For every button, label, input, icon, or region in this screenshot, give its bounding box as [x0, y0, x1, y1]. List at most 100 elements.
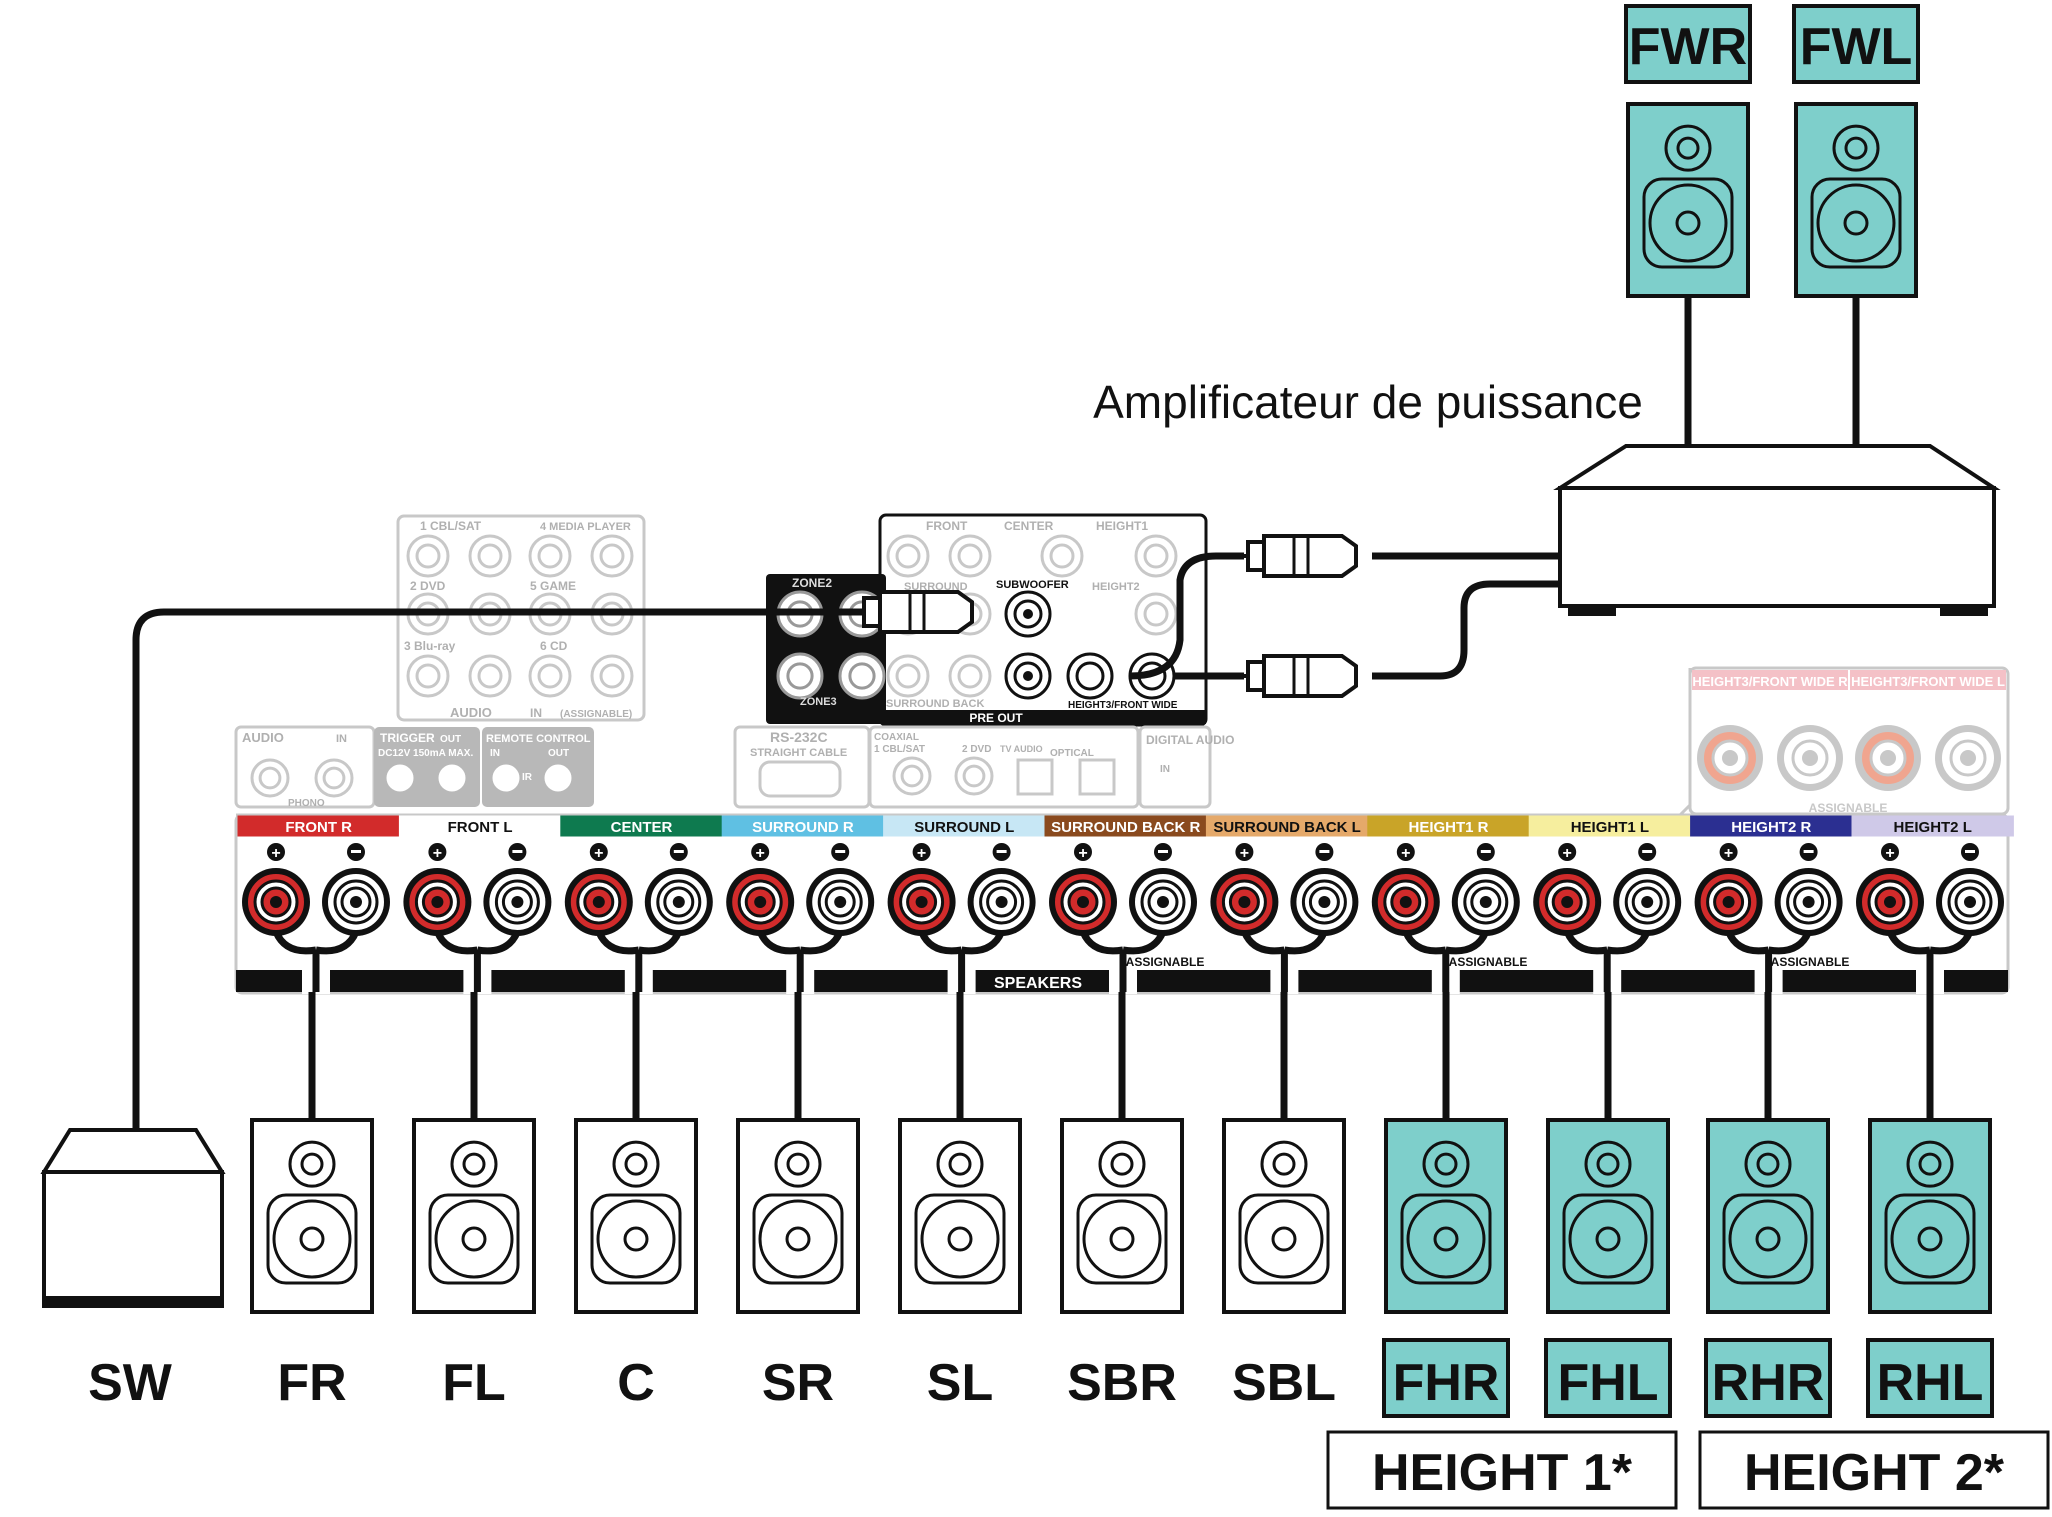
speaker-fhl	[1548, 1120, 1668, 1312]
speaker-rhl	[1870, 1120, 1990, 1312]
rca-jack	[894, 758, 930, 794]
speaker-label-sbl: SBL	[1232, 1354, 1336, 1412]
negative-binding-post[interactable]	[483, 868, 551, 936]
speaker-fl	[414, 1120, 534, 1312]
rca-plug-amp-in-2	[1228, 656, 1356, 696]
svg-text:+: +	[594, 845, 603, 862]
rca-jack	[888, 536, 928, 576]
rca-jack	[530, 536, 570, 576]
height3-binding-post	[1935, 725, 2001, 791]
assignable-label: ASSIGNABLE	[1771, 955, 1850, 969]
misc-label: OUT	[548, 748, 569, 759]
terminal-label: SURROUND R	[752, 819, 854, 836]
speaker-c	[576, 1120, 696, 1312]
height-group-label: HEIGHT 1*	[1372, 1444, 1633, 1502]
audio-in-label: 4 MEDIA PLAYER	[540, 521, 631, 533]
misc-label: OUT	[440, 734, 461, 745]
positive-binding-post[interactable]	[1856, 868, 1924, 936]
positive-binding-post[interactable]	[1049, 868, 1117, 936]
rca-jack	[440, 766, 464, 790]
assignable-label: ASSIGNABLE	[1126, 955, 1205, 969]
svg-text:+: +	[756, 845, 765, 862]
positive-binding-post[interactable]	[242, 868, 310, 936]
misc-label: IN	[336, 733, 347, 745]
negative-binding-post[interactable]	[1129, 868, 1197, 936]
subwoofer-box	[44, 1130, 222, 1308]
negative-binding-post[interactable]	[1936, 868, 2004, 936]
negative-binding-post[interactable]	[322, 868, 390, 936]
rca-jack	[1042, 536, 1082, 576]
negative-binding-post[interactable]	[1290, 868, 1358, 936]
misc-label: DIGITAL AUDIO	[1146, 733, 1234, 747]
minus-icon	[993, 843, 1011, 861]
speaker-cable	[1768, 950, 1769, 1120]
terminal-label: HEIGHT2 L	[1894, 819, 1972, 836]
speaker-fr	[252, 1120, 372, 1312]
terminal-label: SURROUND BACK L	[1213, 819, 1361, 836]
rca-jack	[778, 654, 822, 698]
rs232c-port	[760, 762, 840, 796]
svg-text:+: +	[1885, 845, 1894, 862]
height3-preout-jack	[1068, 654, 1112, 698]
audio-in-label: 3 Blu-ray	[404, 639, 456, 653]
rca-jack	[950, 656, 990, 696]
terminal-label: HEIGHT2 R	[1731, 819, 1811, 836]
preout-label: CENTER	[1004, 519, 1054, 533]
preout-cable	[1372, 584, 1560, 676]
rca-plug-subwoofer	[844, 592, 972, 632]
optical-port	[1018, 760, 1052, 794]
preout-band	[880, 710, 1206, 724]
rca-plug-amp-in-1	[1228, 536, 1356, 576]
rca-jack	[494, 766, 518, 790]
misc-label: PHONO	[288, 798, 325, 809]
positive-binding-post[interactable]	[1210, 868, 1278, 936]
minus-icon	[831, 843, 849, 861]
positive-binding-post[interactable]	[726, 868, 794, 936]
rca-jack	[252, 760, 288, 796]
preout-label: SURROUND BACK	[886, 698, 984, 710]
minus-icon	[1477, 843, 1495, 861]
negative-binding-post[interactable]	[645, 868, 713, 936]
terminal-label: SURROUND BACK R	[1051, 819, 1200, 836]
rca-jack	[1136, 594, 1176, 634]
svg-text:+: +	[1563, 845, 1572, 862]
amp-foot	[1940, 606, 1988, 616]
negative-binding-post[interactable]	[1452, 868, 1520, 936]
positive-binding-post[interactable]	[888, 868, 956, 936]
negative-binding-post[interactable]	[968, 868, 1036, 936]
amp-label: Amplificateur de puissance	[1093, 376, 1643, 428]
terminal-label: SURROUND L	[914, 819, 1014, 836]
assignable-label: ASSIGNABLE	[1809, 801, 1888, 815]
speaker-cable	[312, 950, 316, 1120]
positive-binding-post[interactable]	[1372, 868, 1440, 936]
preout-label: FRONT	[926, 519, 968, 533]
subwoofer-label: SUBWOOFER	[996, 579, 1069, 591]
rca-jack	[530, 656, 570, 696]
negative-binding-post[interactable]	[1613, 868, 1681, 936]
rca-jack	[592, 536, 632, 576]
misc-label: AUDIO	[242, 730, 284, 745]
misc-label: TRIGGER	[380, 731, 435, 745]
top-speaker-label-fwr: FWR	[1629, 18, 1747, 76]
negative-binding-post[interactable]	[806, 868, 874, 936]
rca-jack	[408, 536, 448, 576]
terminal-label: FRONT R	[285, 819, 352, 836]
misc-label: IN	[490, 748, 500, 759]
negative-binding-post[interactable]	[1775, 868, 1843, 936]
height3-label: HEIGHT3/FRONT WIDE L	[1851, 674, 2005, 689]
amp-foot	[1568, 606, 1616, 616]
svg-text:+: +	[1724, 845, 1733, 862]
terminal-label: FRONT L	[448, 819, 513, 836]
rca-jack	[950, 536, 990, 576]
speaker-sr	[738, 1120, 858, 1312]
preout-label: ZONE2	[792, 576, 832, 590]
positive-binding-post[interactable]	[565, 868, 633, 936]
speakers-caption: SPEAKERS	[994, 975, 1082, 992]
positive-binding-post[interactable]	[1695, 868, 1763, 936]
rca-jack	[592, 656, 632, 696]
positive-binding-post[interactable]	[403, 868, 471, 936]
preout-label: HEIGHT1	[1096, 519, 1148, 533]
positive-binding-post[interactable]	[1533, 868, 1601, 936]
misc-label: IR	[522, 772, 533, 783]
